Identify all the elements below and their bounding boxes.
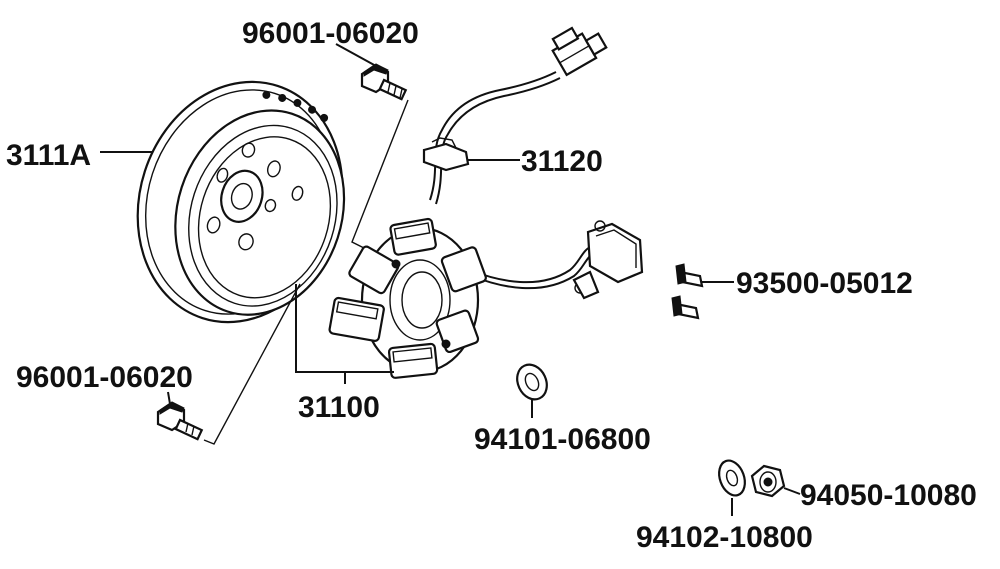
stator-part: [328, 217, 487, 379]
washer-large-part: [718, 459, 746, 497]
leader-stator: [295, 284, 394, 373]
washer-small-part: [516, 363, 548, 401]
leader-bolt-bottom: [167, 391, 171, 405]
label-nut: 94050-10080: [800, 479, 977, 512]
leader-nut: [783, 487, 801, 495]
nut-part: [750, 464, 786, 498]
label-screws: 93500-05012: [736, 267, 913, 300]
label-washer-large: 94102-10800: [636, 521, 813, 554]
bolt-bottom-part: [156, 401, 204, 441]
leader-bolt-top: [335, 43, 377, 67]
ref-line-bottom: [203, 283, 301, 445]
label-washer-small: 94101-06800: [474, 423, 651, 456]
wire-harness: [422, 26, 608, 290]
label-stator: 31100: [298, 391, 380, 424]
label-flywheel: 3111A: [6, 139, 91, 172]
pulser-coil: [572, 220, 644, 300]
label-bolt-bottom: 96001-06020: [16, 361, 193, 394]
bolt-top-part: [360, 63, 408, 101]
flywheel-rotor: [136, 80, 346, 324]
label-bolt-top: 96001-06020: [242, 17, 419, 50]
screws-part: [671, 263, 704, 320]
label-grommet: 31120: [521, 145, 603, 178]
